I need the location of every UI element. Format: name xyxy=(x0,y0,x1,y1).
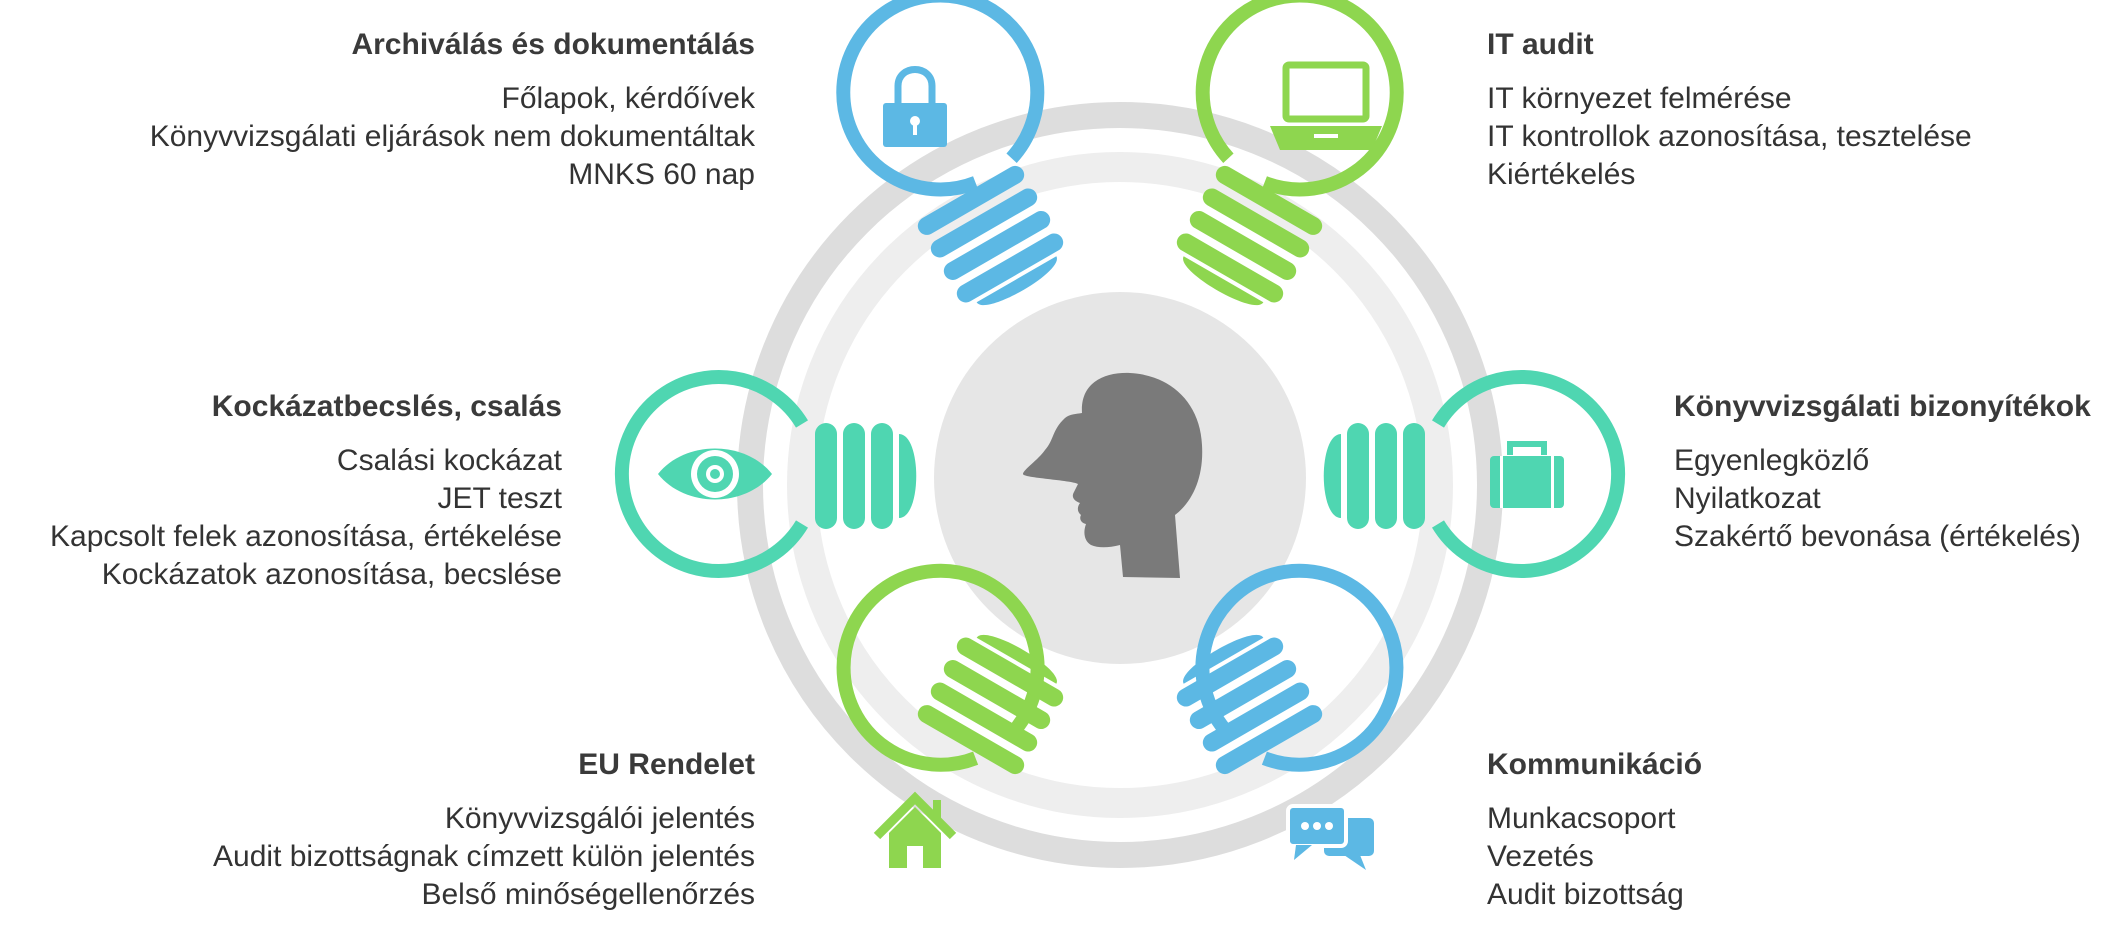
it-audit-item: Kiértékelés xyxy=(1487,158,1636,191)
communication-text: Kommunikáció Munkacsoport Vezetés Audit … xyxy=(1487,748,1702,914)
risk-item: Kockázatok azonosítása, becslése xyxy=(101,558,562,591)
eu-node xyxy=(836,563,1064,868)
risk-connector xyxy=(815,423,917,529)
it-audit-text: IT audit IT környezet felmérése IT kontr… xyxy=(1487,28,1972,194)
speech-bubbles-icon xyxy=(1286,804,1374,870)
it-audit-connector xyxy=(1176,165,1323,305)
evidence-ring-arc xyxy=(1432,370,1626,578)
it-audit-item: IT kontrollok azonosítása, tesztelése xyxy=(1487,120,1972,153)
evidence-text: Könyvvizsgálati bizonyítékok Egyenlegköz… xyxy=(1674,390,2091,556)
it-audit-title: IT audit xyxy=(1487,28,1594,61)
laptop-icon xyxy=(1270,61,1382,150)
archiving-item: Könyvvizsgálati eljárások nem dokumentál… xyxy=(149,120,755,153)
risk-item: JET teszt xyxy=(437,482,562,515)
eu-title: EU Rendelet xyxy=(578,748,755,781)
communication-item: Vezetés xyxy=(1487,840,1594,873)
risk-node xyxy=(614,370,917,578)
eu-item: Könyvvizsgálói jelentés xyxy=(444,802,755,835)
briefcase-icon xyxy=(1490,441,1564,508)
it-audit-ring-arc xyxy=(1195,0,1404,197)
risk-title: Kockázatbecslés, csalás xyxy=(211,390,562,423)
communication-title: Kommunikáció xyxy=(1487,748,1703,781)
eu-ring-arc xyxy=(836,563,1045,772)
evidence-item: Egyenlegközlő xyxy=(1674,444,1870,477)
inner-ring xyxy=(787,152,1453,818)
archiving-text: Archiválás és dokumentálás Főlapok, kérd… xyxy=(150,28,755,194)
eye-icon xyxy=(658,448,772,500)
communication-item: Munkacsoport xyxy=(1487,802,1676,835)
head-silhouette-icon xyxy=(1023,372,1203,578)
house-icon xyxy=(873,791,957,868)
evidence-item: Nyilatkozat xyxy=(1674,482,1821,515)
risk-item: Kapcsolt felek azonosítása, értékelése xyxy=(50,520,562,553)
communication-node xyxy=(1176,563,1404,870)
archiving-title: Archiválás és dokumentálás xyxy=(351,28,755,61)
padlock-icon xyxy=(883,66,947,147)
archiving-connector xyxy=(917,165,1064,305)
communication-ring-arc xyxy=(1195,563,1404,772)
eu-item: Audit bizottságnak címzett külön jelenté… xyxy=(213,840,755,873)
eu-item: Belső minőségellenőrzés xyxy=(421,878,755,911)
eu-text: EU Rendelet Könyvvizsgálói jelentés Audi… xyxy=(213,748,755,914)
eu-connector xyxy=(917,635,1064,775)
risk-ring-arc xyxy=(614,370,808,578)
it-audit-item: IT környezet felmérése xyxy=(1487,82,1792,115)
it-audit-node xyxy=(1176,0,1404,305)
evidence-item: Szakértő bevonása (értékelés) xyxy=(1674,520,2081,553)
risk-item: Csalási kockázat xyxy=(336,444,562,477)
communication-connector xyxy=(1176,635,1323,775)
evidence-connector xyxy=(1323,423,1425,529)
archiving-node xyxy=(836,0,1064,305)
communication-item: Audit bizottság xyxy=(1487,878,1684,911)
archiving-item: Főlapok, kérdőívek xyxy=(501,82,755,115)
risk-text: Kockázatbecslés, csalás Csalási kockázat… xyxy=(50,390,562,594)
evidence-node xyxy=(1323,370,1626,578)
archiving-ring-arc xyxy=(836,0,1045,197)
evidence-title: Könyvvizsgálati bizonyítékok xyxy=(1674,390,2091,423)
archiving-item: MNKS 60 nap xyxy=(568,158,755,191)
